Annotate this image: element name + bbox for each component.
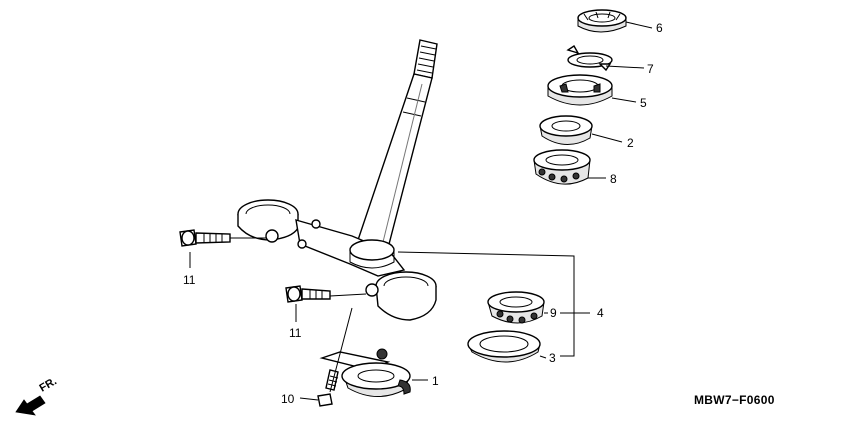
front-arrow-icon bbox=[15, 395, 46, 416]
callout-4: 4 bbox=[597, 306, 604, 320]
callout-8: 8 bbox=[610, 172, 617, 186]
callouts: 6 7 5 2 8 11 11 9 4 3 1 10 bbox=[183, 21, 663, 406]
part-11-pinch-bolt-upper bbox=[179, 229, 231, 247]
callout-9: 9 bbox=[550, 306, 557, 320]
steering-stem-shaft bbox=[357, 39, 438, 249]
callout-5: 5 bbox=[640, 96, 647, 110]
lower-triple-clamp bbox=[237, 199, 437, 321]
callout-10: 10 bbox=[281, 392, 295, 406]
front-label: FR. bbox=[38, 375, 59, 394]
part-3-lower-seal bbox=[467, 330, 541, 363]
callout-2: 2 bbox=[627, 136, 634, 150]
leader-lines bbox=[189, 21, 653, 401]
callout-7: 7 bbox=[647, 62, 654, 76]
callout-6: 6 bbox=[656, 21, 663, 35]
part-5-adjusting-nut bbox=[547, 74, 613, 106]
part-2-dust-seal bbox=[539, 115, 593, 145]
callout-11-lower: 11 bbox=[289, 326, 302, 340]
part-10-bolt bbox=[317, 369, 339, 407]
part-8-upper-bearing bbox=[533, 149, 591, 185]
callout-1: 1 bbox=[432, 374, 439, 388]
callout-3: 3 bbox=[549, 351, 556, 365]
diagram-code: MBW7−F0600 bbox=[694, 393, 775, 407]
part-11-pinch-bolt-lower bbox=[285, 285, 331, 303]
part-9-lower-bearing bbox=[487, 291, 545, 324]
part-6-stem-nut bbox=[577, 9, 627, 33]
part-7-lock-washer bbox=[566, 45, 613, 72]
front-direction-indicator: FR. bbox=[15, 375, 59, 416]
part-1-lower-assembly bbox=[319, 348, 411, 397]
callout-11-upper: 11 bbox=[183, 273, 196, 287]
